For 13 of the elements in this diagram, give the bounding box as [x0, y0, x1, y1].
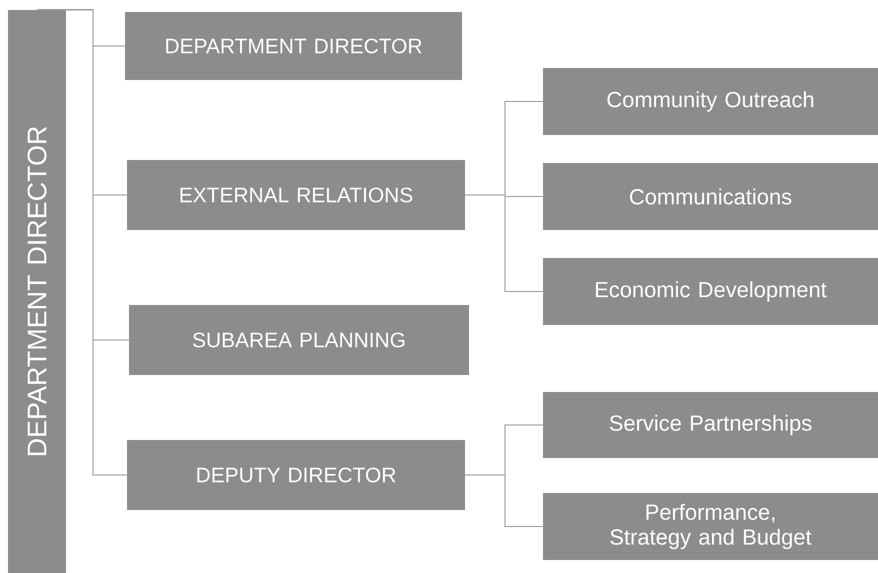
org-box: Economic Development — [543, 258, 878, 325]
org-box: DEPARTMENT DIRECTOR — [125, 12, 462, 80]
org-box: Communications — [543, 163, 878, 230]
connector-line — [464, 474, 544, 527]
org-box: SUBAREA PLANNING — [129, 305, 469, 375]
org-box: Performance, Strategy and Budget — [543, 493, 878, 560]
org-box: DEPUTY DIRECTOR — [127, 440, 465, 510]
connector-line — [464, 194, 544, 292]
org-box: Community Outreach — [543, 68, 878, 135]
org-box: EXTERNAL RELATIONS — [127, 160, 465, 230]
connector-line — [36, 9, 128, 476]
org-box: Service Partnerships — [543, 392, 878, 458]
title-bar: DEPARTMENT DIRECTOR — [8, 10, 66, 573]
